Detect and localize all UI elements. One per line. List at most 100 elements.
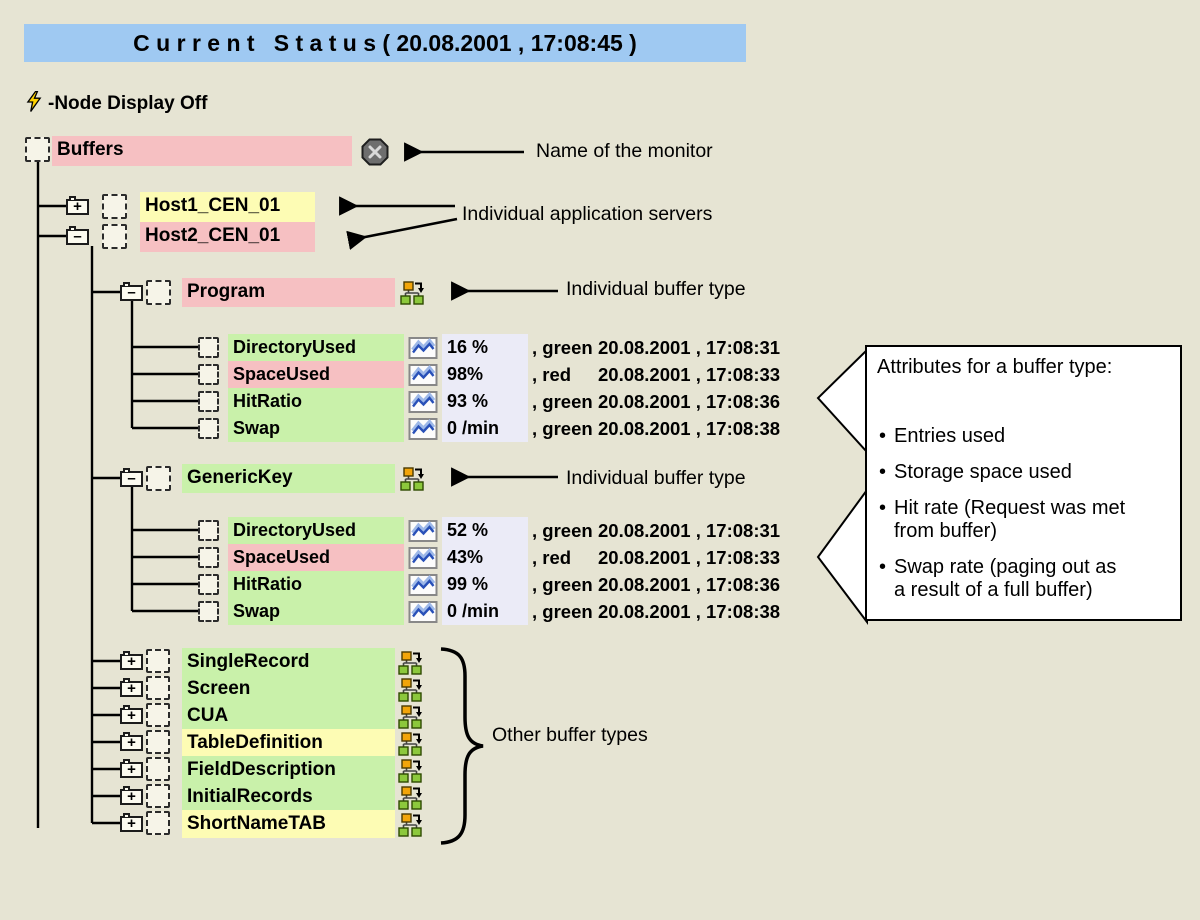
attr-status-color: , green: [532, 574, 593, 595]
annotation-monitor-name: Name of the monitor: [536, 140, 713, 162]
hierarchy-icon[interactable]: [398, 812, 424, 838]
singlerecord-expander[interactable]: +: [120, 651, 143, 670]
tabledefinition-expander[interactable]: +: [120, 732, 143, 751]
host2-checkbox[interactable]: [102, 224, 127, 249]
attr-value: 16 %: [442, 334, 528, 361]
tree-row-screen: + Screen: [0, 675, 1200, 702]
host2-expander[interactable]: –: [66, 226, 89, 245]
program-label[interactable]: Program: [182, 278, 395, 307]
host1-expander[interactable]: +: [66, 196, 89, 215]
attr-status-color: , red: [532, 364, 572, 385]
hierarchy-icon[interactable]: [398, 704, 424, 730]
attr-label[interactable]: DirectoryUsed: [228, 334, 404, 361]
tree-row-program: – Program: [0, 278, 1200, 307]
host1-label[interactable]: Host1_CEN_01: [140, 192, 315, 222]
hierarchy-icon[interactable]: [398, 731, 424, 757]
screen-label[interactable]: Screen: [182, 675, 395, 702]
callout-pointer-program: [816, 347, 868, 455]
attr-label[interactable]: SpaceUsed: [228, 361, 404, 388]
buffers-label[interactable]: Buffers: [52, 136, 352, 166]
attr-status-time: 20.08.2001 , 17:08:33: [598, 547, 781, 568]
performance-chart-icon[interactable]: [408, 336, 438, 360]
generickey-label[interactable]: GenericKey: [182, 464, 395, 493]
annotation-app-servers: Individual application servers: [462, 203, 713, 225]
attr-status-color: , green: [532, 418, 593, 439]
attr-label[interactable]: HitRatio: [228, 388, 404, 415]
performance-chart-icon[interactable]: [408, 417, 438, 441]
buffers-checkbox[interactable]: [25, 137, 50, 162]
tabledefinition-label[interactable]: TableDefinition: [182, 729, 395, 756]
performance-chart-icon[interactable]: [408, 363, 438, 387]
performance-chart-icon[interactable]: [408, 600, 438, 624]
attribute-bullet-storage: Storage space used: [877, 461, 1129, 484]
fielddescription-label[interactable]: FieldDescription: [182, 756, 395, 783]
cua-checkbox[interactable]: [146, 703, 170, 727]
performance-chart-icon[interactable]: [408, 573, 438, 597]
initialrecords-checkbox[interactable]: [146, 784, 170, 808]
current-status-header: C u r r e n t S t a t u s ( 20.08.2001 ,…: [24, 24, 746, 62]
tree-row-fielddescription: + FieldDescription: [0, 756, 1200, 783]
cua-label[interactable]: CUA: [182, 702, 395, 729]
initialrecords-expander[interactable]: +: [120, 786, 143, 805]
fielddescription-checkbox[interactable]: [146, 757, 170, 781]
attr-value: 98%: [442, 361, 528, 388]
attr-checkbox[interactable]: [198, 574, 219, 595]
program-expander[interactable]: –: [120, 282, 143, 301]
host1-checkbox[interactable]: [102, 194, 127, 219]
tree-row-generickey: – GenericKey: [0, 464, 1200, 493]
attr-status-time: 20.08.2001 , 17:08:36: [598, 574, 781, 595]
program-checkbox[interactable]: [146, 280, 171, 305]
attr-label[interactable]: Swap: [228, 598, 404, 625]
attr-value: 99 %: [442, 571, 528, 598]
hierarchy-icon[interactable]: [398, 650, 424, 676]
attr-checkbox[interactable]: [198, 391, 219, 412]
host2-label[interactable]: Host2_CEN_01: [140, 222, 315, 252]
tree-row-initialrecords: + InitialRecords: [0, 783, 1200, 810]
attr-checkbox[interactable]: [198, 337, 219, 358]
hierarchy-icon[interactable]: [400, 280, 426, 306]
attr-checkbox[interactable]: [198, 418, 219, 439]
hierarchy-icon[interactable]: [398, 677, 424, 703]
shortnametab-checkbox[interactable]: [146, 811, 170, 835]
attr-label[interactable]: Swap: [228, 415, 404, 442]
attr-value: 93 %: [442, 388, 528, 415]
node-display-off-icon[interactable]: [26, 90, 43, 114]
attr-checkbox[interactable]: [198, 364, 219, 385]
screen-expander[interactable]: +: [120, 678, 143, 697]
attr-value: 0 /min: [442, 598, 528, 625]
node-display-off-label: -Node Display Off: [48, 93, 208, 114]
hierarchy-icon[interactable]: [400, 466, 426, 492]
fielddescription-expander[interactable]: +: [120, 759, 143, 778]
screen-checkbox[interactable]: [146, 676, 170, 700]
attr-checkbox[interactable]: [198, 520, 219, 541]
singlerecord-label[interactable]: SingleRecord: [182, 648, 395, 675]
hierarchy-icon[interactable]: [398, 785, 424, 811]
attr-checkbox[interactable]: [198, 547, 219, 568]
performance-chart-icon[interactable]: [408, 546, 438, 570]
generickey-checkbox[interactable]: [146, 466, 171, 491]
shortnametab-expander[interactable]: +: [120, 813, 143, 832]
performance-chart-icon[interactable]: [408, 390, 438, 414]
generickey-expander[interactable]: –: [120, 468, 143, 487]
performance-chart-icon[interactable]: [408, 519, 438, 543]
cua-expander[interactable]: +: [120, 705, 143, 724]
attributes-bullet-list: Entries used Storage space used Hit rate…: [877, 425, 1129, 602]
attr-checkbox[interactable]: [198, 601, 219, 622]
attr-label[interactable]: SpaceUsed: [228, 544, 404, 571]
attribute-bullet-entries: Entries used: [877, 425, 1129, 448]
initialrecords-label[interactable]: InitialRecords: [182, 783, 395, 810]
hierarchy-icon[interactable]: [398, 758, 424, 784]
singlerecord-checkbox[interactable]: [146, 649, 170, 673]
attr-label[interactable]: DirectoryUsed: [228, 517, 404, 544]
attr-label[interactable]: HitRatio: [228, 571, 404, 598]
monitor-delete-icon[interactable]: [361, 138, 389, 166]
shortnametab-label[interactable]: ShortNameTAB: [182, 810, 395, 838]
tabledefinition-checkbox[interactable]: [146, 730, 170, 754]
